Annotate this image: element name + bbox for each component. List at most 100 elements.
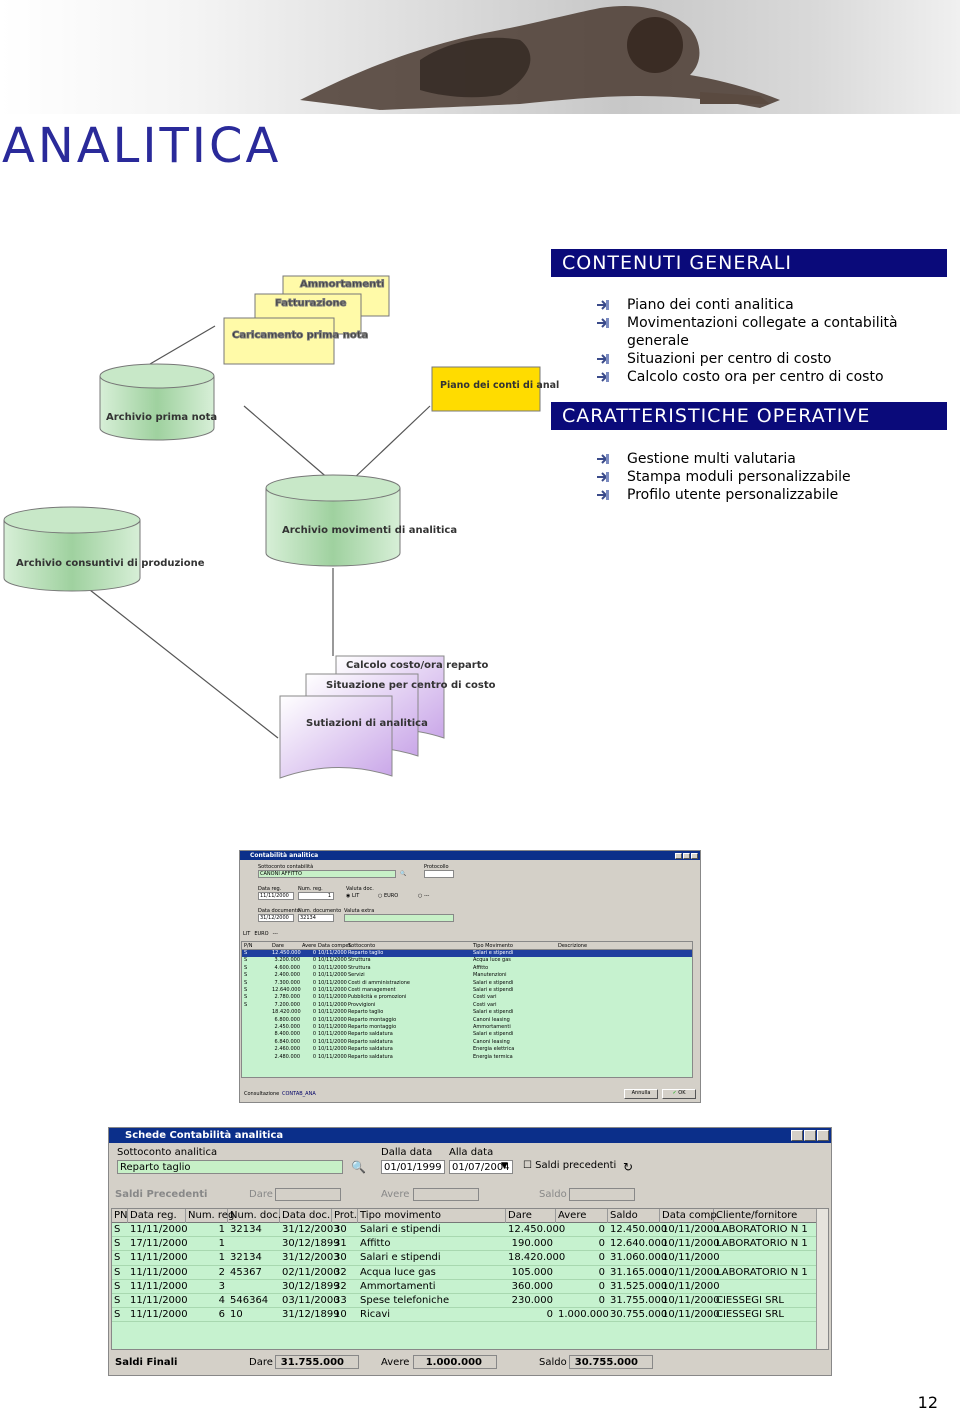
table-cell: 30.755.000 [610, 1309, 668, 1321]
general-list: Piano dei conti analitica Movimentazioni… [596, 296, 898, 386]
table-cell: Salari e stipendi [360, 1224, 441, 1235]
table-cell: 11/11/2000 [130, 1224, 188, 1235]
table-cell: 12.450.000 [508, 1224, 566, 1235]
table-cell: 230.000 [511, 1295, 553, 1306]
table-cell: 10 [230, 1309, 243, 1321]
avere-final-label: Avere [381, 1357, 410, 1368]
table-cell: Affitto [360, 1238, 391, 1250]
table-cell: 10/11/2000 [318, 1031, 347, 1038]
table-cell: Acqua luce gas [473, 957, 511, 964]
search-icon[interactable]: 🔍 [400, 871, 407, 877]
arrow-connector [89, 589, 279, 739]
num-reg-input[interactable]: 1 [298, 892, 334, 900]
list-item: Stampa moduli personalizzabile [596, 468, 851, 486]
tab-euro[interactable]: EURO [254, 931, 269, 937]
svg-text:Caricamento prima nota: Caricamento prima nota [232, 330, 368, 341]
table-cell: 0 [312, 972, 316, 979]
bullet-arrow-icon [597, 300, 609, 310]
table-cell: 10/11/2000 [318, 1024, 347, 1030]
sottoconto-input[interactable]: CANONI AFFITTO [258, 870, 396, 878]
table-cell: 12.450.000 [610, 1224, 668, 1235]
valuta-option-euro[interactable]: ○ EURO [378, 893, 399, 899]
section-heading-general: CONTENUTI GENERALI [551, 249, 947, 277]
table-cell: CIESSEGI SRL [716, 1295, 785, 1306]
table-cell: 0 [546, 1309, 553, 1321]
flow-diagram: Ammortamenti Fatturazione Caricamento pr… [3, 275, 560, 779]
window-titlebar: Contabilità analitica [240, 851, 700, 860]
protocollo-input[interactable] [424, 870, 454, 878]
saldi-precedenti-label: Saldi Precedenti [115, 1189, 208, 1200]
search-icon[interactable]: 🔍 [351, 1160, 366, 1174]
table-cell: Costi vari [473, 1001, 497, 1008]
table-cell: 30 [334, 1224, 347, 1235]
table-cell: Energia termica [473, 1053, 513, 1060]
svg-text:Archivio prima nota: Archivio prima nota [106, 412, 217, 423]
svg-text:Fatturazione: Fatturazione [275, 298, 347, 309]
maximize-button[interactable] [683, 852, 690, 859]
close-button[interactable] [691, 852, 698, 859]
maximize-button[interactable] [804, 1130, 816, 1141]
table-cell: 12.640.000 [272, 987, 301, 993]
table-cell: 10/11/2000 [318, 994, 347, 1001]
table-cell: 11/11/2000 [130, 1252, 188, 1264]
close-button[interactable] [817, 1130, 829, 1141]
vertical-scrollbar[interactable] [816, 1209, 828, 1349]
table-cell: 8.400.000 [274, 1031, 300, 1038]
table-cell: 0 [598, 1266, 605, 1278]
table-cell: 12.640.000 [610, 1238, 668, 1250]
ok-button[interactable]: ✓ OK [662, 1089, 696, 1099]
valuta-option-none[interactable]: ○ --- [418, 893, 430, 899]
table-cell: 1 [218, 1224, 225, 1235]
valuta-extra-input[interactable] [344, 914, 454, 922]
table-cell: 0 [312, 1009, 316, 1016]
data-doc-input[interactable]: 31/12/2000 [258, 914, 294, 922]
tab-lit[interactable]: LIT [243, 931, 251, 937]
table-cell: 10/11/2000 [662, 1266, 720, 1278]
sottoconto-input[interactable]: Reparto taglio [117, 1160, 343, 1174]
chevron-down-icon[interactable]: ▼ [501, 1161, 508, 1171]
table-cell: 31/12/2003 [282, 1224, 340, 1235]
num-doc-input[interactable]: 32134 [298, 914, 334, 922]
dalla-data-input[interactable]: 01/01/1999 [381, 1160, 445, 1174]
table-cell: 6.800.000 [274, 1016, 300, 1023]
table-cell: 0 [598, 1238, 605, 1250]
minimize-button[interactable] [791, 1130, 803, 1141]
valuta-option-lit[interactable]: ◉ LIT [346, 893, 360, 899]
table-cell: 2 [218, 1266, 225, 1278]
table-cell: 6.840.000 [274, 1038, 300, 1045]
table-cell: S [114, 1252, 121, 1264]
annulla-button[interactable]: Annulla [624, 1089, 658, 1099]
tab-none[interactable]: --- [272, 931, 278, 937]
data-reg-input[interactable]: 11/11/2000 [258, 892, 294, 900]
minimize-button[interactable] [675, 852, 682, 859]
table-cell: 2.480.000 [274, 1053, 300, 1060]
schede-grid: PN Data reg. Num. reg. Num. doc. Data do… [111, 1208, 829, 1350]
alla-data-input[interactable]: 01/07/2004 [449, 1160, 513, 1174]
report-sutiazioni-analitica: Sutiazioni di analitica [279, 695, 428, 779]
refresh-icon[interactable]: ↻ [623, 1160, 634, 1174]
table-cell: 10/11/2000 [662, 1224, 720, 1235]
saldi-precedenti-checkbox[interactable]: ☐ Saldi precedenti [523, 1160, 617, 1171]
